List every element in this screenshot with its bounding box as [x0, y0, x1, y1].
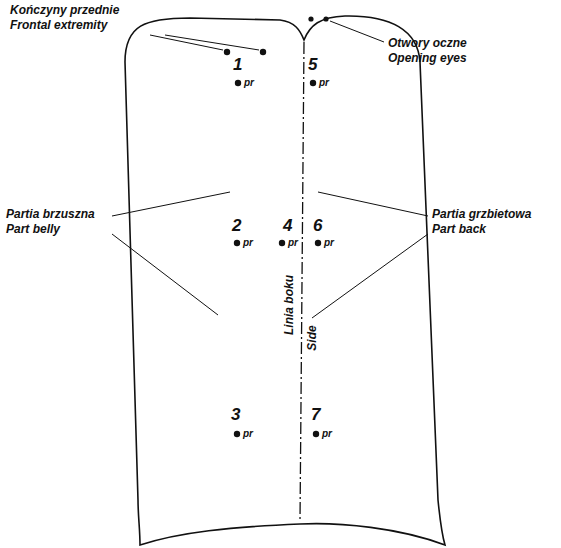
part-name: Part belly [6, 223, 60, 236]
point-label: pr [324, 237, 334, 248]
points [224, 16, 329, 437]
part-name: Frontal extremity [10, 19, 107, 32]
callout-number: 6 [313, 217, 322, 236]
point-label: pr [243, 428, 253, 439]
point-label: pr [244, 77, 254, 88]
leader-lines [112, 21, 428, 318]
line-name: Side [306, 323, 319, 352]
callout-number: 7 [311, 406, 320, 425]
point-label: pr [322, 428, 332, 439]
part-name: Kończyny przednie [10, 4, 119, 17]
callout-number: 3 [231, 406, 240, 425]
lateral-line [300, 42, 304, 522]
callout-number: 2 [232, 217, 241, 236]
point-label: pr [319, 77, 329, 88]
part-name: Part back [432, 223, 486, 236]
line-name: Linia boku [283, 273, 296, 337]
part-name: Opening eyes [388, 52, 467, 65]
callout-number: 4 [283, 217, 292, 236]
part-name: Partia brzuszna [6, 208, 95, 221]
point-label: pr [243, 237, 253, 248]
part-name: Otwory oczne [388, 37, 467, 50]
callout-number: 1 [233, 56, 242, 75]
point-label: pr [288, 237, 298, 248]
callout-number: 5 [308, 56, 317, 75]
part-name: Partia grzbietowa [432, 208, 531, 221]
